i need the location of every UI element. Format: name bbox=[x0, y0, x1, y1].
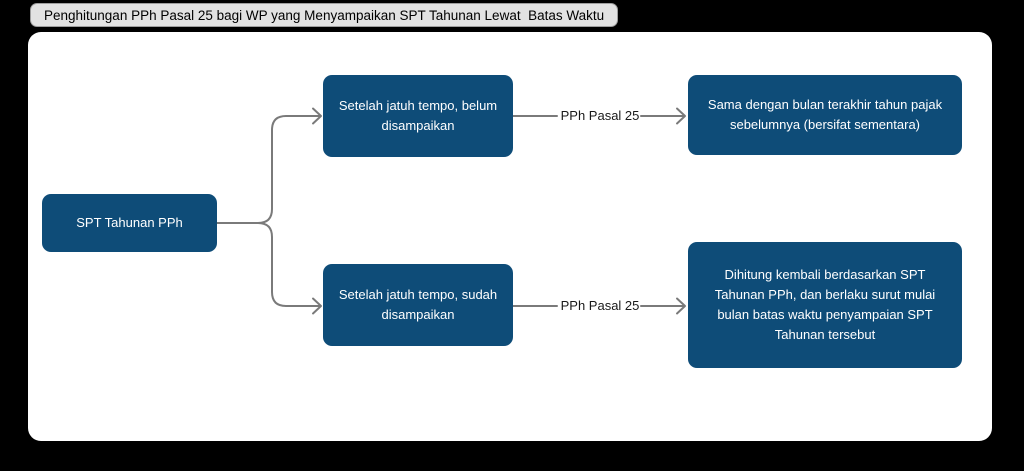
arrowhead-bottom-condition bbox=[312, 297, 322, 315]
connector-root-to-top bbox=[216, 115, 320, 224]
node-spt-tahunan-pph: SPT Tahunan PPh bbox=[42, 194, 217, 252]
edge-label-pph-pasal-25-bottom: PPh Pasal 25 bbox=[560, 298, 640, 313]
arrowhead-bottom-result bbox=[676, 297, 686, 315]
edge-label-pph-pasal-25-top: PPh Pasal 25 bbox=[560, 108, 640, 123]
arrowhead-top-result bbox=[676, 107, 686, 125]
diagram-canvas: SPT Tahunan PPh Setelah jatuh tempo, bel… bbox=[28, 32, 992, 441]
node-result-bersifat-sementara: Sama dengan bulan terakhir tahun pajak s… bbox=[688, 75, 962, 155]
connector-lines bbox=[216, 107, 686, 315]
node-condition-belum-disampaikan: Setelah jatuh tempo, belum disampaikan bbox=[323, 75, 513, 157]
node-result-dihitung-kembali: Dihitung kembali berdasarkan SPT Tahunan… bbox=[688, 242, 962, 368]
connector-root-to-bottom bbox=[216, 222, 320, 307]
arrowhead-top-condition bbox=[312, 107, 322, 125]
node-condition-sudah-disampaikan: Setelah jatuh tempo, sudah disampaikan bbox=[323, 264, 513, 346]
page-title: Penghitungan PPh Pasal 25 bagi WP yang M… bbox=[30, 3, 619, 27]
